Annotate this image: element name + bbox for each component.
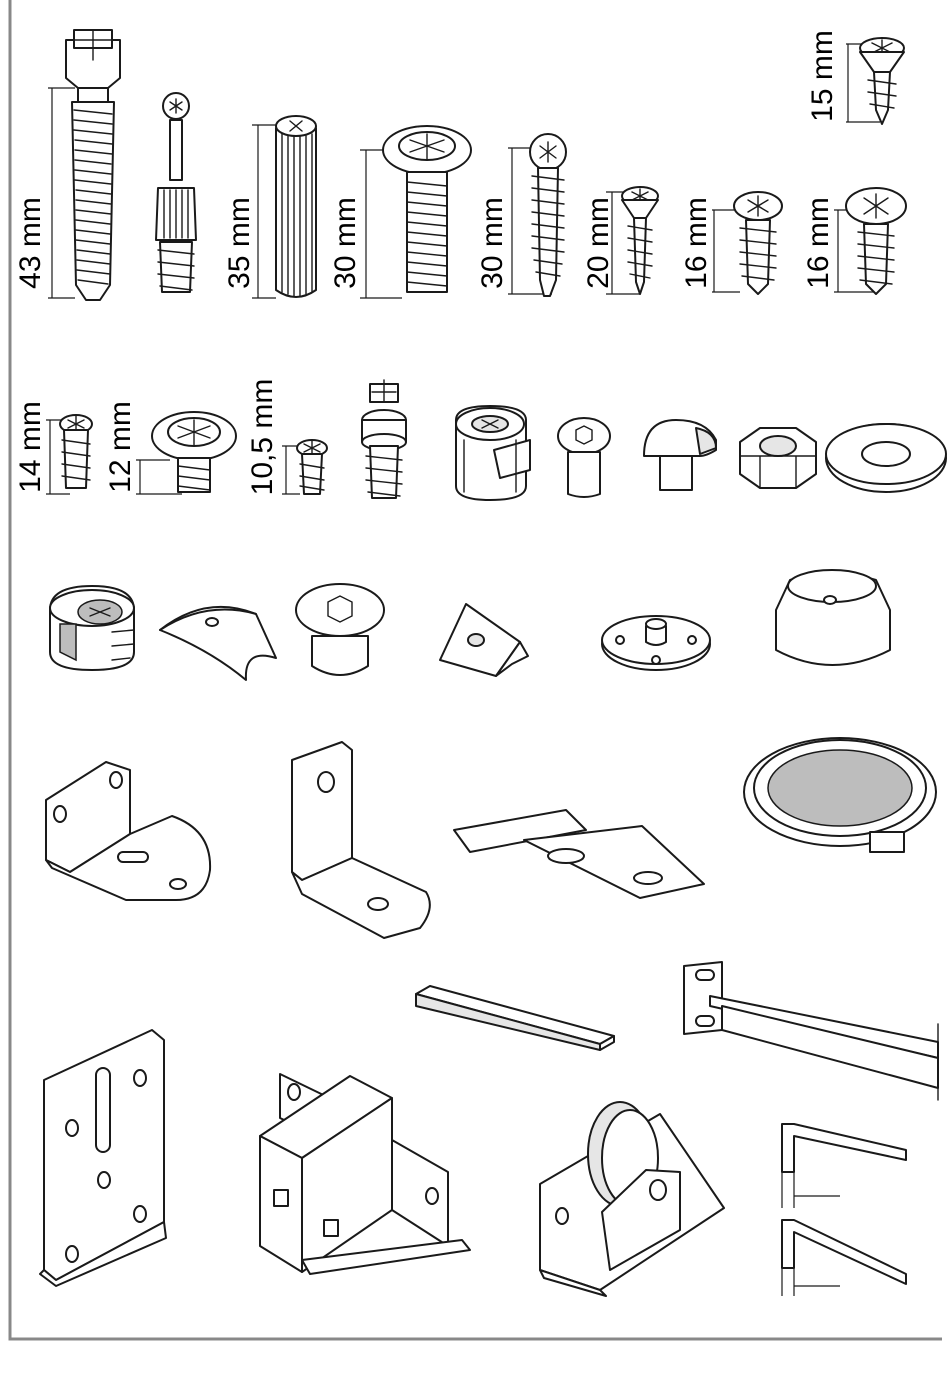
cam-lock-cutaway xyxy=(50,586,134,670)
square-rod xyxy=(416,986,614,1050)
wood-screw-30mm xyxy=(508,134,566,296)
shelf-support-bracket xyxy=(684,962,938,1100)
dim-label-30mm-wood: 30 mm xyxy=(476,197,509,289)
wood-screw-16mm-a xyxy=(712,192,782,294)
hex-nut xyxy=(740,428,816,488)
l-bracket xyxy=(292,742,430,938)
dim-label-16mm-b: 16 mm xyxy=(802,197,835,289)
euro-screw-14mm xyxy=(46,415,92,494)
euro-screw-10-5mm xyxy=(282,440,327,494)
dim-label-20mm: 20 mm xyxy=(582,197,615,289)
disc-mounting-plate xyxy=(602,616,710,670)
dim-label-10-5mm: 10,5 mm xyxy=(246,379,279,496)
round-foot-pad xyxy=(776,570,890,665)
dome-cap xyxy=(644,420,716,490)
dim-label-12mm: 12 mm xyxy=(104,401,137,493)
wooden-dowel-35mm xyxy=(252,116,316,298)
dim-label-43mm: 43 mm xyxy=(14,197,47,289)
allen-key-set xyxy=(782,1124,906,1296)
mounting-plate-tall xyxy=(40,1030,166,1286)
dim-label-14mm: 14 mm xyxy=(14,401,47,493)
cam-dowel xyxy=(362,380,406,498)
machine-screw-30mm xyxy=(360,126,471,298)
flat-connector-plate xyxy=(454,810,704,898)
connector-bolt xyxy=(156,93,196,292)
round-head-screw-12mm xyxy=(136,412,236,494)
dim-label-16mm-a: 16 mm xyxy=(680,197,713,289)
cam-bolt-43mm xyxy=(48,30,120,300)
box-mount-bracket xyxy=(260,1074,470,1274)
round-mesh-cover xyxy=(744,738,936,852)
wood-screw-16mm-b xyxy=(834,188,906,294)
dim-label-35mm: 35 mm xyxy=(223,197,256,289)
allen-sleeve-nut xyxy=(558,418,610,497)
angle-bracket-rounded xyxy=(46,762,210,900)
curved-retainer-plate xyxy=(160,607,276,680)
castor-wheel xyxy=(540,1102,724,1296)
flat-washer xyxy=(826,424,946,492)
corner-block xyxy=(440,604,528,676)
countersunk-screw-15mm xyxy=(846,38,904,124)
cam-lock-housing xyxy=(456,406,530,500)
dim-label-15mm: 15 mm xyxy=(806,30,839,122)
dim-label-30mm-machine: 30 mm xyxy=(329,197,362,289)
sleeve-nut-large xyxy=(296,584,384,675)
